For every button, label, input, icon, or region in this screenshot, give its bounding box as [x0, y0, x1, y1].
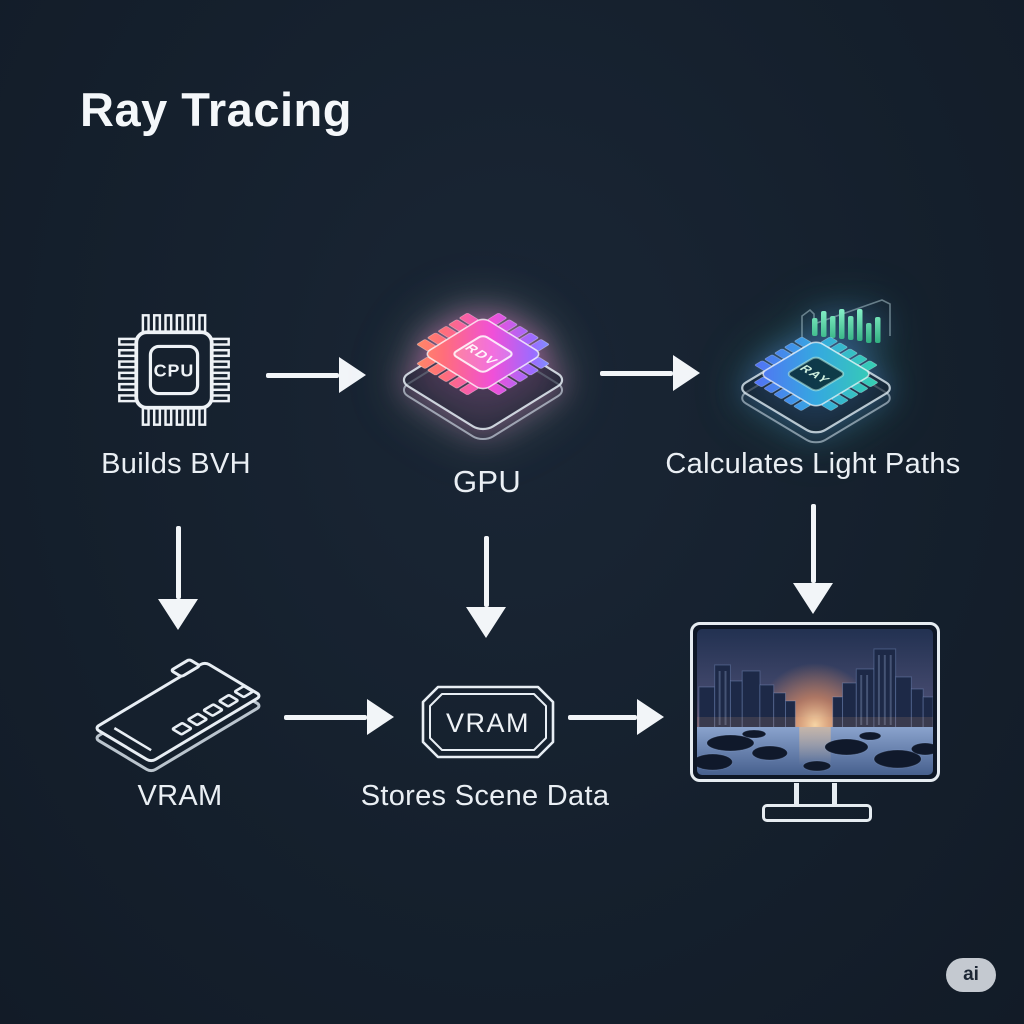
vram-module-caption: VRAM	[137, 780, 223, 812]
cpu-die	[148, 344, 200, 396]
arrow-vram-module-to-badge	[284, 699, 394, 735]
arrow-head	[339, 357, 366, 393]
monitor-screen-render	[697, 629, 933, 775]
arrow-badge-to-monitor	[568, 699, 664, 735]
vram-badge-caption: Stores Scene Data	[360, 780, 610, 812]
ai-watermark-badge: ai	[946, 958, 996, 992]
module-notch	[171, 659, 200, 676]
monitor-stand-right-leg	[832, 783, 837, 805]
arrow-head	[466, 607, 506, 638]
gpu-pins	[416, 312, 550, 396]
arrow-shaft	[266, 372, 339, 378]
gpu-chip-icon: RDV	[388, 312, 588, 448]
module-top-face	[85, 656, 262, 762]
cpu-chip-text: CPU	[154, 361, 195, 381]
arrow-light-paths-to-monitor	[793, 504, 833, 614]
light-paths-caption: Calculates Light Paths	[665, 448, 961, 480]
arrow-shaft	[810, 504, 816, 583]
module-body	[95, 662, 262, 762]
arrow-gpu-to-light-paths	[600, 355, 700, 391]
arrow-gpu-to-vram-badge	[466, 536, 506, 638]
page-title: Ray Tracing	[80, 83, 352, 136]
render-rocks	[697, 729, 933, 772]
module-label-line	[114, 728, 151, 750]
gpu-die	[452, 335, 514, 374]
module-chips	[172, 686, 253, 734]
memory-module-icon	[78, 648, 278, 788]
cpu-body	[134, 330, 214, 410]
gpu-die-group: RDV	[416, 312, 550, 396]
plaque-outer-border	[421, 685, 555, 759]
gpu-card-icon: RAY	[740, 299, 940, 457]
arrow-shaft	[483, 536, 489, 607]
card-die	[786, 356, 845, 392]
plaque-inner-border	[429, 693, 547, 751]
arrow-head	[367, 699, 394, 735]
arrow-head	[673, 355, 700, 391]
arrow-head	[637, 699, 664, 735]
card-heatsink-bars	[812, 309, 881, 343]
vram-plaque-icon: VRAM	[421, 685, 555, 759]
arrow-shaft	[600, 370, 673, 376]
render-buildings	[698, 648, 933, 730]
arrow-shaft	[568, 714, 637, 720]
monitor-stand-base	[762, 804, 872, 822]
monitor-stand-left-leg	[794, 783, 799, 805]
gpu-caption: GPU	[452, 464, 522, 499]
arrow-shaft	[175, 526, 181, 599]
arrow-head	[158, 599, 198, 630]
arrow-cpu-to-vram-module	[158, 526, 198, 630]
arrow-cpu-to-gpu	[266, 357, 366, 393]
monitor-icon	[690, 622, 940, 782]
arrow-head	[793, 583, 833, 614]
cpu-chip-icon: CPU	[118, 314, 230, 426]
gpu-package	[424, 317, 543, 391]
render-building-windows	[718, 655, 892, 725]
cpu-caption: Builds BVH	[101, 448, 251, 480]
arrow-shaft	[284, 714, 367, 720]
vram-badge-text: VRAM	[446, 708, 530, 738]
card-die-group: RAY	[754, 336, 878, 411]
